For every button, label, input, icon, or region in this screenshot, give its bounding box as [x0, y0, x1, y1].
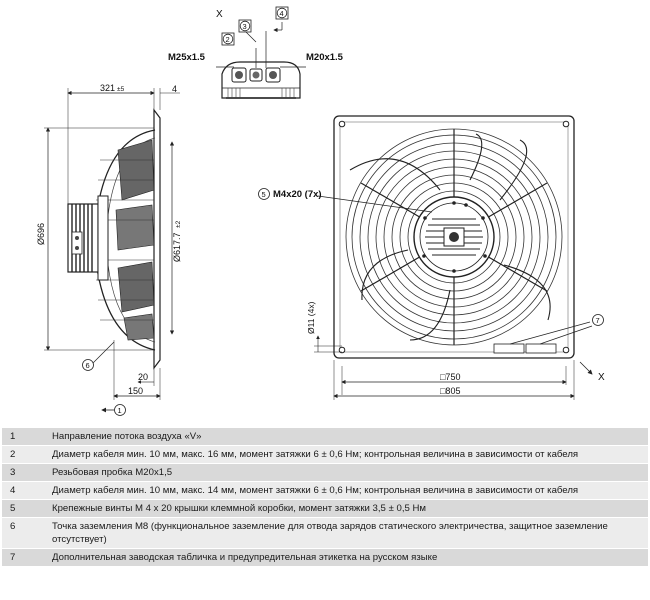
svg-text:4: 4 — [280, 9, 284, 18]
technical-drawing: X M25x1.5 M20x1.5 2 — [36, 6, 605, 416]
dim-hole: Ø11 (4x) — [306, 301, 316, 334]
dim-flange-thickness: 4 — [172, 84, 177, 94]
legend-row: 6 Точка заземления M8 (функциональное за… — [2, 517, 648, 549]
dim-805: □805 — [440, 386, 460, 396]
callout-6: 6 — [82, 359, 94, 371]
svg-text:6: 6 — [86, 361, 90, 370]
legend-text: Точка заземления M8 (функциональное зазе… — [44, 517, 648, 549]
svg-text:7: 7 — [596, 316, 600, 325]
dim-depth: 321 — [100, 83, 115, 93]
callout-4: 4 — [275, 6, 289, 20]
dim-outer-diameter: Ø696 — [36, 223, 46, 245]
thread-label-right: M20x1.5 — [306, 52, 344, 63]
terminal-box-view: X M25x1.5 M20x1.5 — [168, 9, 344, 99]
legend-num: 4 — [2, 481, 44, 500]
legend-num: 3 — [2, 463, 44, 482]
svg-text:1: 1 — [118, 406, 122, 415]
dim-20: 20 — [138, 372, 148, 382]
dim-guard-tol: ±2 — [175, 220, 182, 228]
legend-row: 2 Диаметр кабеля мин. 10 мм, макс. 16 мм… — [2, 445, 648, 464]
side-view: 321 ±5 4 Ø696 Ø617.7 ±2 — [36, 83, 182, 416]
callout-7: 7 — [592, 314, 604, 326]
screw-label: M4x20 (7x) — [273, 189, 322, 200]
legend-text: Дополнительная заводская табличка и пред… — [44, 548, 648, 566]
dim-150: 150 — [128, 386, 143, 396]
legend-table: 1 Направление потока воздуха «V» 2 Диаме… — [2, 427, 648, 566]
legend-row: 4 Диаметр кабеля мин. 10 мм, макс. 14 мм… — [2, 481, 648, 500]
legend-num: 1 — [2, 427, 44, 446]
legend-text: Крепежные винты M 4 x 20 крышки клеммной… — [44, 499, 648, 518]
dim-depth-tol: ±5 — [117, 86, 125, 93]
dim-guard-diameter: Ø617.7 — [172, 232, 182, 262]
callout-1: 1 — [114, 404, 126, 416]
legend-row: 3 Резьбовая пробка M20x1,5 — [2, 463, 648, 482]
legend-text: Диаметр кабеля мин. 10 мм, макс. 16 мм, … — [44, 445, 648, 464]
svg-text:2: 2 — [226, 35, 230, 44]
dim-750: □750 — [440, 372, 460, 382]
callout-3: 3 — [238, 19, 252, 33]
legend-num: 6 — [2, 517, 44, 549]
thread-label-left: M25x1.5 — [168, 52, 206, 63]
legend-num: 2 — [2, 445, 44, 464]
svg-text:3: 3 — [243, 22, 247, 31]
svg-text:5: 5 — [262, 190, 266, 199]
callout-2: 2 — [221, 32, 235, 46]
section-label-x: X — [598, 372, 605, 383]
front-view: 7 5 M4x20 (7x) Ø11 (4x) □750 □805 X — [258, 115, 605, 400]
callout-5: 5 — [258, 188, 270, 200]
legend-row: 1 Направление потока воздуха «V» — [2, 427, 648, 446]
view-label-x: X — [216, 9, 223, 20]
legend-text: Диаметр кабеля мин. 10 мм, макс. 14 мм, … — [44, 481, 648, 500]
legend-text: Резьбовая пробка M20x1,5 — [44, 463, 648, 482]
legend-row: 7 Дополнительная заводская табличка и пр… — [2, 548, 648, 566]
legend-row: 5 Крепежные винты M 4 x 20 крышки клеммн… — [2, 499, 648, 518]
legend-text: Направление потока воздуха «V» — [44, 427, 648, 446]
legend-num: 5 — [2, 499, 44, 518]
legend-num: 7 — [2, 548, 44, 566]
